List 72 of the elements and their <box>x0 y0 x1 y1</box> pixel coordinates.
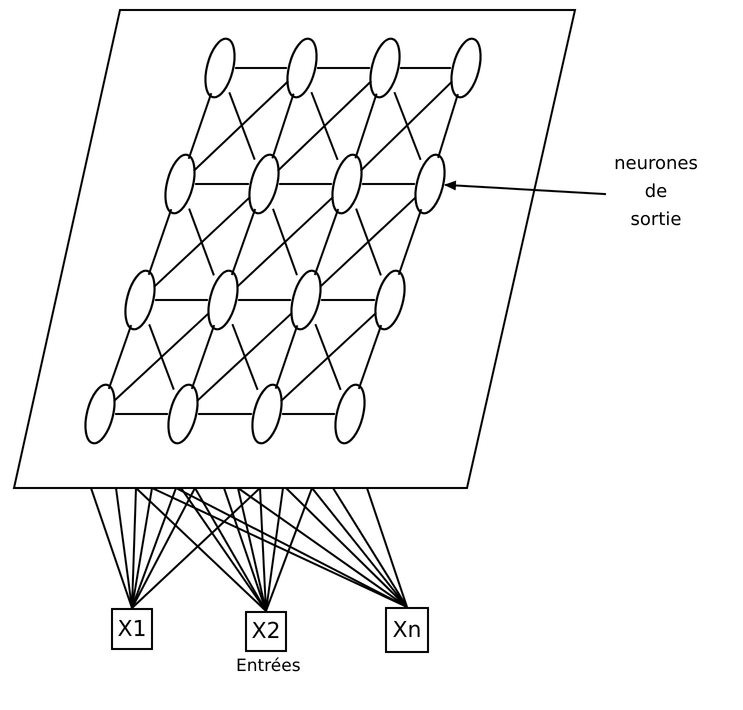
connection-line <box>332 487 408 608</box>
connection-line <box>115 488 133 608</box>
connection-line <box>310 92 339 160</box>
connection-line <box>190 324 216 390</box>
connection-line <box>90 488 133 608</box>
connection-line <box>314 208 340 276</box>
connection-line <box>198 413 252 415</box>
neuron <box>248 152 280 216</box>
input-node: X2 <box>245 611 287 652</box>
connection-line <box>354 93 378 159</box>
connection-line <box>358 324 382 390</box>
connection-line <box>148 324 175 390</box>
connection-line <box>235 67 287 69</box>
connection-line <box>265 488 313 612</box>
connection-line <box>108 324 132 390</box>
connection-line <box>228 92 256 160</box>
neuron <box>167 382 199 446</box>
connection-line <box>314 324 342 390</box>
connection-line <box>155 299 208 301</box>
connection-line <box>362 183 415 185</box>
connection-line <box>355 208 382 276</box>
connection-line <box>115 413 168 415</box>
connection-line <box>360 80 454 172</box>
input-node: X1 <box>111 608 153 650</box>
connection-line <box>196 312 293 402</box>
connection-line <box>148 208 172 276</box>
connection-line <box>231 324 259 390</box>
connection-line <box>393 92 422 160</box>
map-plane <box>14 8 577 490</box>
connection-line <box>153 196 251 288</box>
connection-line <box>280 312 377 402</box>
caption-label: Entrées <box>236 656 301 676</box>
neuron <box>334 382 366 446</box>
connection-line <box>271 93 295 159</box>
connection-line <box>188 208 215 276</box>
neuron <box>164 152 196 216</box>
connection-line <box>274 324 298 390</box>
callout-label: neurones de sortie <box>606 150 706 234</box>
connection-line <box>188 92 212 160</box>
connection-line <box>279 183 332 185</box>
connection-line <box>236 196 334 288</box>
connection-line <box>272 208 298 276</box>
neuron <box>204 36 236 100</box>
connection-line <box>319 196 417 288</box>
connection-line <box>276 80 372 172</box>
connection-line <box>366 488 408 608</box>
connection-line <box>317 67 370 69</box>
neuron <box>414 152 446 216</box>
connection-line <box>311 487 408 608</box>
neuron <box>369 36 401 100</box>
connection-line <box>195 183 249 185</box>
connection-line <box>398 208 422 276</box>
neuron <box>331 152 363 216</box>
input-node: Xn <box>385 607 429 653</box>
connection-line <box>400 67 451 69</box>
neuron <box>290 268 322 332</box>
neuron <box>84 382 116 446</box>
neuron <box>450 36 482 100</box>
connection-line <box>113 312 210 402</box>
connection-line <box>282 413 335 415</box>
neuron <box>207 268 239 332</box>
connection-line <box>230 208 256 276</box>
neuron <box>286 36 318 100</box>
neuron <box>374 268 406 332</box>
neuron <box>251 382 283 446</box>
connection-line <box>238 299 291 301</box>
neuron <box>124 268 156 332</box>
connection-line <box>192 80 290 172</box>
connection-line <box>265 488 284 612</box>
connection-line <box>437 94 459 158</box>
connection-line <box>321 299 375 301</box>
arrow <box>444 180 606 196</box>
